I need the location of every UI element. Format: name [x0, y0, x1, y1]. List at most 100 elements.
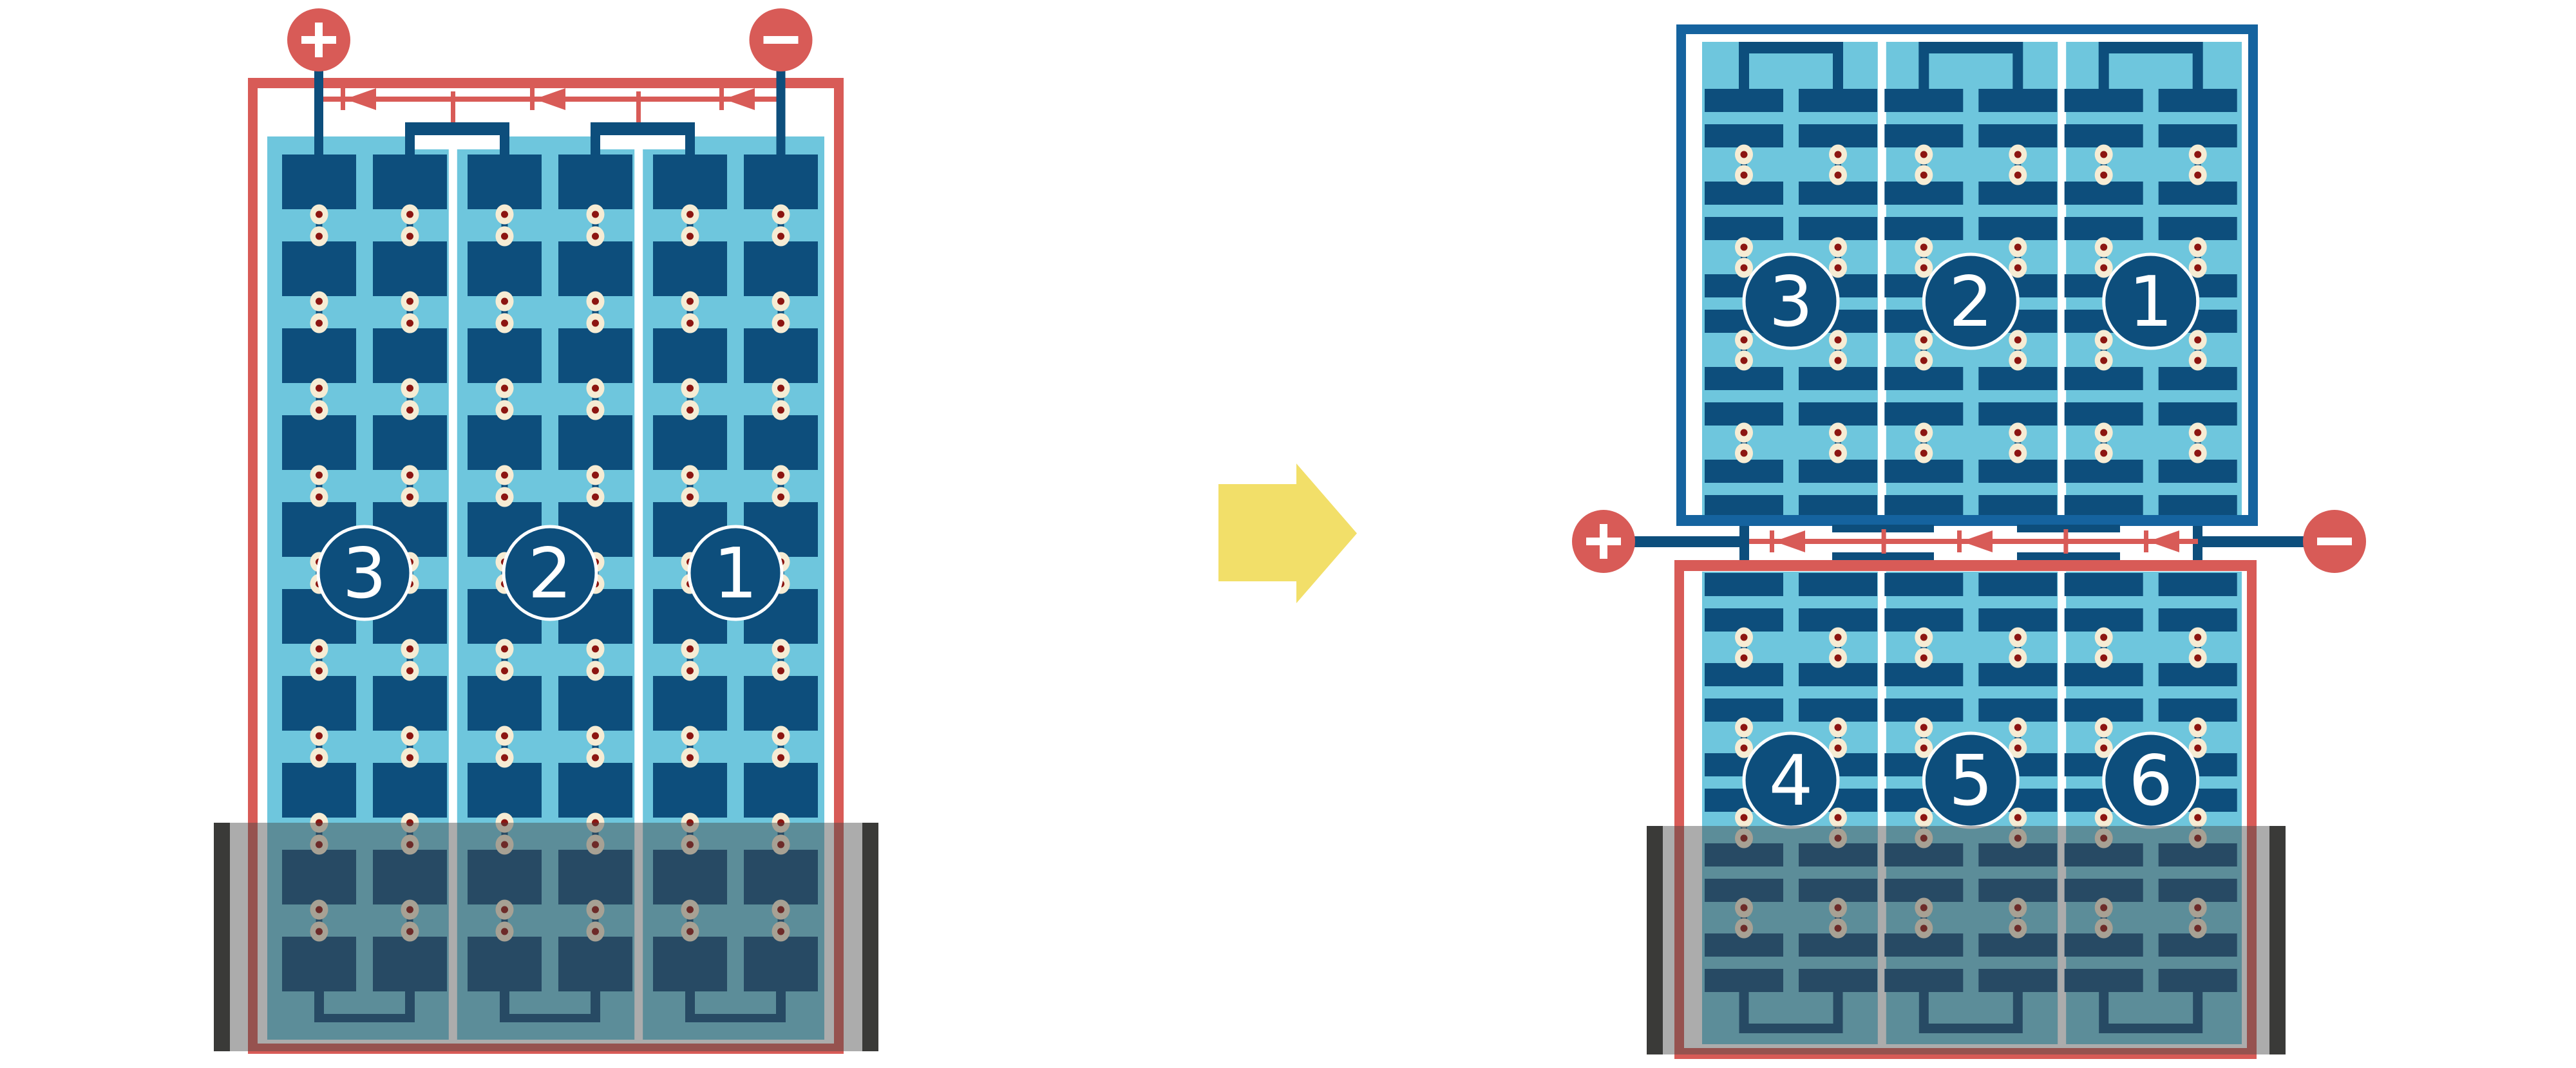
solder-dot-core [406, 297, 413, 305]
solder-dot-core [1740, 904, 1748, 912]
dot-connector [2194, 340, 2201, 361]
flood-water-overlay [1647, 826, 2286, 1054]
dot-connector [1741, 818, 1747, 838]
solder-dot-core [687, 406, 694, 414]
solder-dot-core [2014, 243, 2022, 251]
string-badge [1742, 252, 1840, 350]
transform-arrow [1218, 464, 1357, 603]
solder-dot-core [592, 232, 599, 240]
solder-dot-core [1740, 336, 1748, 344]
dot-connector [501, 644, 508, 676]
cell [2158, 124, 2237, 147]
solder-dot-core [777, 493, 784, 501]
solder-dot-core [2100, 924, 2108, 932]
solder-dot-core [406, 841, 413, 848]
cell [1978, 124, 2058, 147]
cell [558, 328, 632, 383]
solder-dot-core [777, 471, 784, 479]
solder-dot-core [592, 928, 599, 935]
solder-dot-core [2194, 151, 2202, 158]
cell [1705, 402, 1783, 426]
solder-dot-core [687, 645, 694, 653]
dot-connector [592, 818, 599, 850]
solder-dot-core [777, 297, 784, 305]
cell [1884, 89, 1964, 112]
dot-connector [501, 470, 508, 502]
top-bridge-notch [415, 135, 500, 149]
solder-dot-core [501, 406, 508, 414]
solder-dot-core [2100, 654, 2108, 662]
solder-dot-core [406, 406, 413, 414]
solder-dot-core [592, 754, 599, 762]
solder-dot-core [406, 819, 413, 827]
cell [653, 328, 727, 383]
solder-dot-core [777, 406, 784, 414]
solder-dot-core [687, 232, 694, 240]
solder-dot-core [2014, 744, 2022, 752]
solder-dot-core [1834, 243, 1842, 251]
bottom-u-leg [1833, 992, 1843, 1024]
string-separator [634, 136, 643, 1040]
dot-connector [2194, 433, 2201, 453]
diode-cathode-bar [719, 88, 724, 110]
cell [1705, 460, 1783, 483]
solder-dot-core [592, 645, 599, 653]
solder-dot-core [1740, 744, 1748, 752]
dot-connector [2014, 727, 2022, 748]
dot-connector [501, 731, 508, 763]
bottom-u-leg [2099, 992, 2109, 1024]
cell [282, 937, 356, 991]
dot-connector [316, 904, 323, 937]
dot-connector [406, 209, 413, 241]
solder-dot-core [2014, 449, 2022, 457]
dot-connector [316, 470, 323, 502]
cell [1978, 460, 2058, 483]
plus-lead [1604, 536, 1749, 547]
cell [2064, 495, 2143, 518]
dot-connector [2014, 818, 2022, 838]
dot-connector [2100, 340, 2107, 361]
top-bridge-leg [685, 135, 695, 156]
solder-dot-core [1834, 449, 1842, 457]
solder-dot-core [687, 754, 694, 762]
solder-dot-core [2014, 171, 2022, 179]
solder-dot-core [501, 819, 508, 827]
solder-dot-core [1920, 633, 1927, 641]
cell [1884, 182, 1964, 205]
solder-dot-core [2194, 633, 2202, 641]
solder-dot-core [1740, 151, 1748, 158]
solder-dot-core [777, 928, 784, 935]
solder-dot-core [1920, 744, 1927, 752]
solder-dot-core [316, 406, 323, 414]
top-u-leg [2192, 53, 2203, 89]
solder-dot-core [2014, 429, 2022, 436]
cell [2064, 969, 2143, 992]
solder-dot-core [687, 319, 694, 327]
left-panel-border-left [248, 78, 258, 1054]
cell [558, 241, 632, 296]
cell [2158, 367, 2237, 390]
cell [1799, 217, 1877, 240]
dot-connector [1835, 637, 1841, 658]
solder-dot-core [501, 211, 508, 218]
top-bridge-bar [591, 122, 695, 135]
cell [1978, 89, 2058, 112]
solder-dot-core [1740, 243, 1748, 251]
cell [558, 676, 632, 731]
solder-dot-core [2014, 264, 2022, 272]
bottom-u-leg [2193, 992, 2203, 1024]
cell [744, 155, 818, 209]
dot-connector [1741, 340, 1747, 361]
solder-dot-core [592, 906, 599, 913]
solder-dot-core [2194, 744, 2202, 752]
solder-dot-core [2194, 264, 2202, 272]
dot-connector [406, 818, 413, 850]
solder-dot-core [687, 819, 694, 827]
dot-connector [687, 731, 694, 763]
solder-dot-core [1920, 834, 1927, 842]
solder-dot-core [687, 667, 694, 675]
dot-connector [2014, 433, 2022, 453]
solder-dot-core [501, 841, 508, 848]
dot-connector [777, 818, 784, 850]
solder-dot-core [501, 645, 508, 653]
